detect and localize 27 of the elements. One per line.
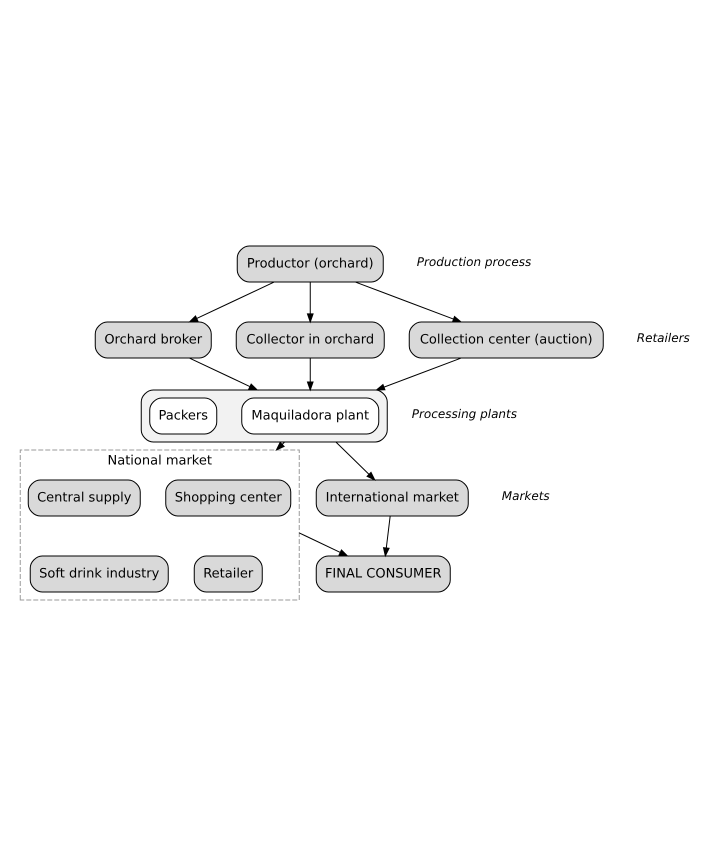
arrow — [306, 282, 314, 324]
arrow — [275, 442, 286, 452]
node-box: Soft drink industry — [30, 556, 169, 592]
arrow — [382, 516, 391, 558]
node-box: Packers — [149, 398, 218, 434]
node-box: International market — [316, 480, 469, 516]
label: Processing plants — [412, 407, 517, 422]
arrow — [189, 358, 259, 391]
node-box: Retailer — [194, 556, 263, 592]
cluster — [140, 390, 388, 442]
node-box: Orchard broker — [94, 322, 212, 358]
arrow — [188, 282, 274, 323]
node-box: Collection center (auction) — [408, 322, 604, 358]
arrow — [298, 532, 349, 557]
node-box: Central supply — [28, 480, 141, 516]
label: Production process — [416, 255, 532, 270]
node-box: Shopping center — [165, 480, 292, 516]
label: Retailers — [636, 331, 690, 346]
arrow — [335, 442, 376, 481]
arrow — [306, 358, 314, 392]
label: Markets — [502, 489, 550, 504]
node-box: FINAL CONSUMER — [316, 556, 451, 592]
node-box: Productor (orchard) — [236, 246, 384, 282]
arrow — [355, 282, 462, 322]
node-box: Maquiladora plant — [241, 398, 380, 434]
arrow — [375, 358, 462, 391]
node-box: Collector in orchard — [236, 322, 385, 358]
